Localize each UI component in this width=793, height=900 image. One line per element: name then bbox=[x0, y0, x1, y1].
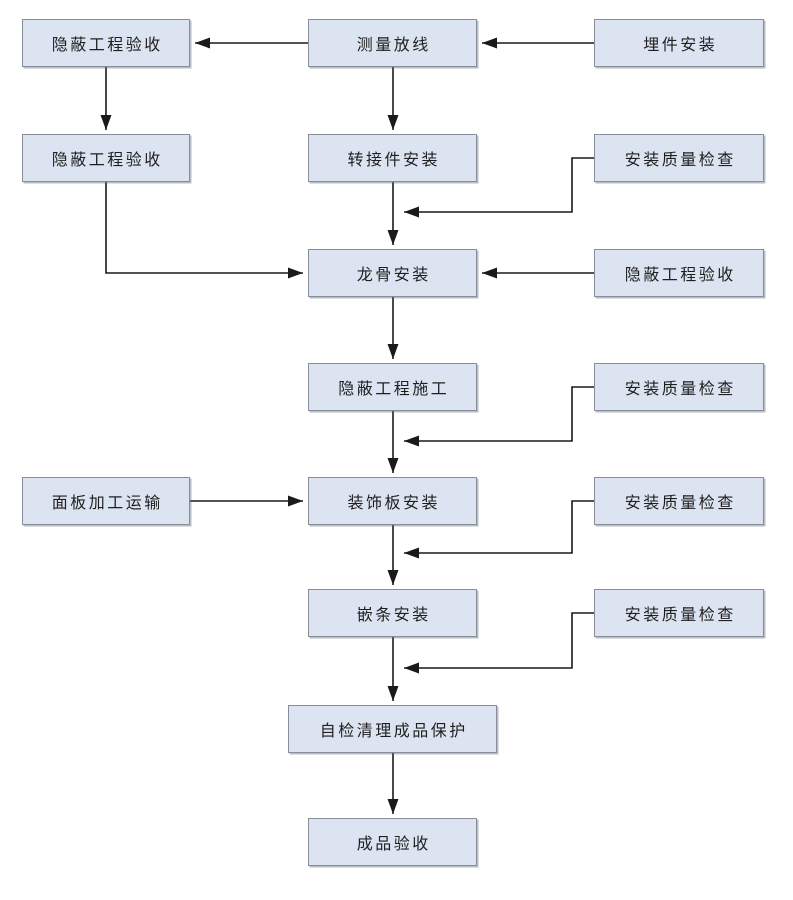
node-hidden-acceptance-2: 隐蔽工程验收 bbox=[22, 134, 190, 182]
node-embed-install-label: 埋件安装 bbox=[643, 37, 718, 54]
node-keel-install-label: 龙骨安装 bbox=[356, 267, 431, 284]
node-strip-install-label: 嵌条安装 bbox=[356, 607, 431, 624]
node-hidden-construction-label: 隐蔽工程施工 bbox=[338, 381, 450, 398]
node-self-check: 自检清理成品保护 bbox=[288, 705, 497, 753]
node-adapter-install-label: 转接件安装 bbox=[347, 152, 440, 169]
node-panel-processing-label: 面板加工运输 bbox=[51, 495, 163, 512]
node-panel-install-label: 装饰板安装 bbox=[347, 495, 440, 512]
edge-quality-check-2-to-panel-install bbox=[404, 386, 594, 447]
node-panel-processing: 面板加工运输 bbox=[22, 477, 190, 525]
node-quality-check-2: 安装质量检查 bbox=[594, 363, 764, 411]
node-final-acceptance-label: 成品验收 bbox=[356, 836, 431, 853]
node-quality-check-4-label: 安装质量检查 bbox=[624, 607, 736, 624]
node-measure-layout-label: 测量放线 bbox=[356, 37, 431, 54]
node-quality-check-3: 安装质量检查 bbox=[594, 477, 764, 525]
edge-quality-check-1-to-keel-install bbox=[404, 157, 594, 218]
edge-hidden-acceptance-2-to-keel-install bbox=[105, 182, 303, 279]
node-quality-check-1-label: 安装质量检查 bbox=[624, 152, 736, 169]
node-final-acceptance: 成品验收 bbox=[308, 818, 477, 866]
node-hidden-acceptance-3-label: 隐蔽工程验收 bbox=[624, 267, 736, 284]
node-strip-install: 嵌条安装 bbox=[308, 589, 477, 637]
node-measure-layout: 测量放线 bbox=[308, 19, 477, 67]
node-hidden-construction: 隐蔽工程施工 bbox=[308, 363, 477, 411]
node-hidden-acceptance-2-label: 隐蔽工程验收 bbox=[51, 152, 163, 169]
node-quality-check-4: 安装质量检查 bbox=[594, 589, 764, 637]
node-adapter-install: 转接件安装 bbox=[308, 134, 477, 182]
edge-quality-check-4-to-self-check bbox=[404, 612, 594, 674]
node-quality-check-3-label: 安装质量检查 bbox=[624, 495, 736, 512]
node-hidden-acceptance-3: 隐蔽工程验收 bbox=[594, 249, 764, 297]
node-quality-check-2-label: 安装质量检查 bbox=[624, 381, 736, 398]
node-hidden-acceptance-1-label: 隐蔽工程验收 bbox=[51, 37, 163, 54]
node-keel-install: 龙骨安装 bbox=[308, 249, 477, 297]
node-panel-install: 装饰板安装 bbox=[308, 477, 477, 525]
node-self-check-label: 自检清理成品保护 bbox=[319, 723, 468, 740]
node-hidden-acceptance-1: 隐蔽工程验收 bbox=[22, 19, 190, 67]
edge-quality-check-3-to-strip-install bbox=[404, 500, 594, 559]
node-quality-check-1: 安装质量检查 bbox=[594, 134, 764, 182]
node-embed-install: 埋件安装 bbox=[594, 19, 764, 67]
